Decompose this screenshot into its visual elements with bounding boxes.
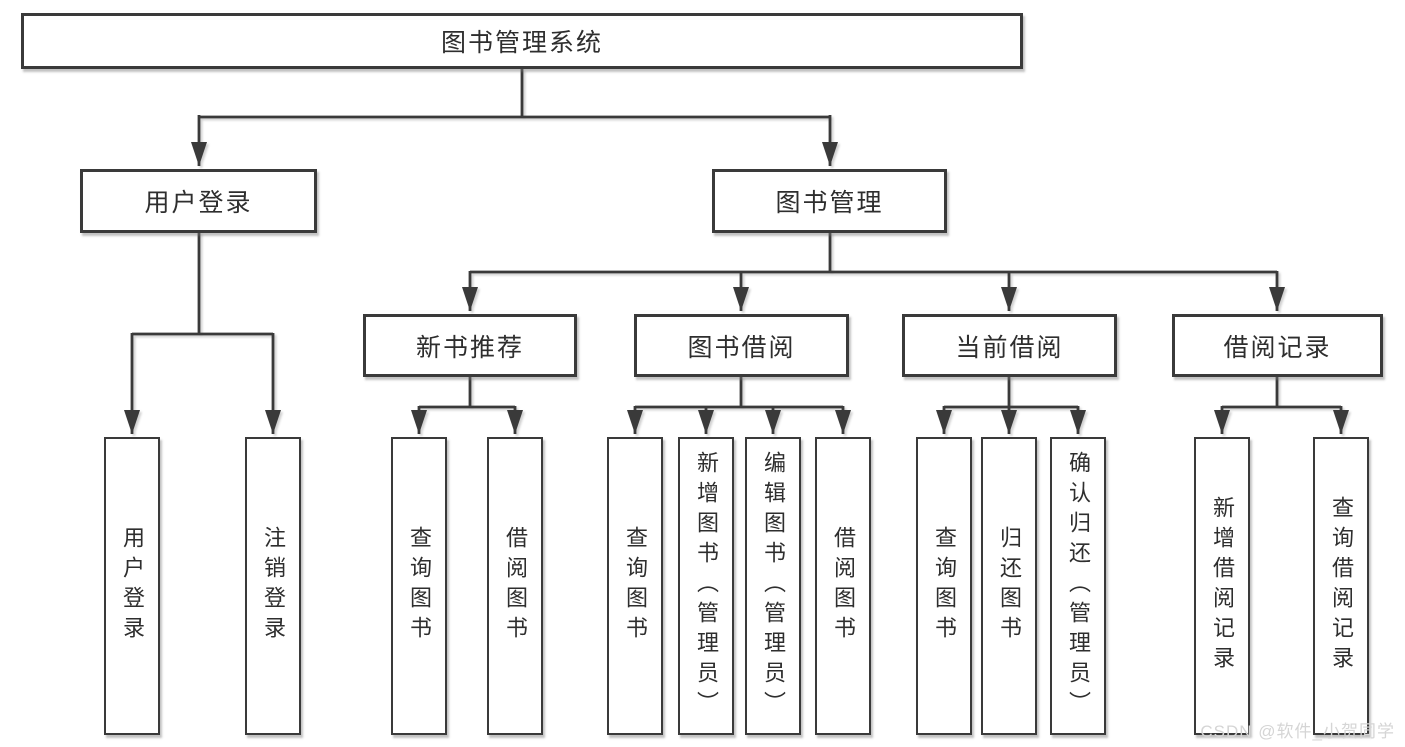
leaf-query-books-borrow: 查询图书: [607, 437, 663, 735]
leaf-confirm-return-admin: 确认归还（管理员）: [1050, 437, 1106, 735]
connector-borrow-records-to-leaves: [1214, 376, 1349, 434]
node-book-borrow: 图书借阅: [634, 314, 849, 377]
leaf-label: 归还图书: [997, 526, 1022, 646]
leaf-label: 查询图书: [407, 526, 432, 646]
node-borrow-records: 借阅记录: [1172, 314, 1383, 377]
leaf-label: 查询图书: [932, 526, 957, 646]
leaf-edit-books-admin: 编辑图书（管理员）: [745, 437, 801, 735]
leaf-label: 用户登录: [120, 526, 145, 646]
csdn-watermark: CSDN @软件_小贺同学: [1200, 722, 1395, 741]
connector-new-books-to-leaves: [411, 376, 523, 434]
leaf-label: 确认归还（管理员）: [1066, 451, 1091, 721]
node-label: 借阅记录: [1223, 333, 1332, 362]
leaf-query-books-recommend: 查询图书: [391, 437, 447, 735]
leaf-label: 新增借阅记录: [1210, 496, 1235, 676]
node-user-login: 用户登录: [80, 169, 317, 233]
leaf-borrow-books: 借阅图书: [815, 437, 871, 735]
node-label: 图书管理系统: [440, 29, 603, 57]
node-label: 图书管理: [775, 189, 884, 217]
leaf-add-books-admin: 新增图书（管理员）: [678, 437, 734, 735]
leaf-borrow-books-recommend: 借阅图书: [487, 437, 543, 735]
leaf-label: 注销登录: [261, 526, 286, 646]
leaf-logout: 注销登录: [245, 437, 301, 735]
connector-book-borrow-to-leaves: [627, 376, 851, 434]
node-book-management: 图书管理: [712, 169, 947, 233]
leaf-query-books-current: 查询图书: [916, 437, 972, 735]
leaf-label: 新增图书（管理员）: [694, 451, 719, 721]
node-label: 图书借阅: [687, 333, 796, 362]
node-new-book-recommend: 新书推荐: [363, 314, 577, 377]
leaf-label: 查询借阅记录: [1329, 496, 1354, 676]
leaf-label: 编辑图书（管理员）: [761, 451, 786, 721]
leaf-add-borrow-record: 新增借阅记录: [1194, 437, 1250, 735]
connector-book-mgmt-to-level3: [462, 232, 1285, 311]
leaf-return-books: 归还图书: [981, 437, 1037, 735]
leaf-query-borrow-record: 查询借阅记录: [1313, 437, 1369, 735]
connector-root-to-level2: [191, 69, 838, 166]
node-label: 新书推荐: [415, 333, 524, 362]
connector-current-borrow-to-leaves: [936, 376, 1086, 434]
node-label: 当前借阅: [955, 333, 1064, 362]
leaf-label: 借阅图书: [503, 526, 528, 646]
node-root-library-system: 图书管理系统: [21, 13, 1023, 69]
leaf-label: 借阅图书: [831, 526, 856, 646]
connector-user-login-to-leaves: [124, 232, 281, 434]
leaf-label: 查询图书: [623, 526, 648, 646]
node-current-borrow: 当前借阅: [902, 314, 1117, 377]
node-label: 用户登录: [144, 189, 253, 217]
leaf-user-login: 用户登录: [104, 437, 160, 735]
